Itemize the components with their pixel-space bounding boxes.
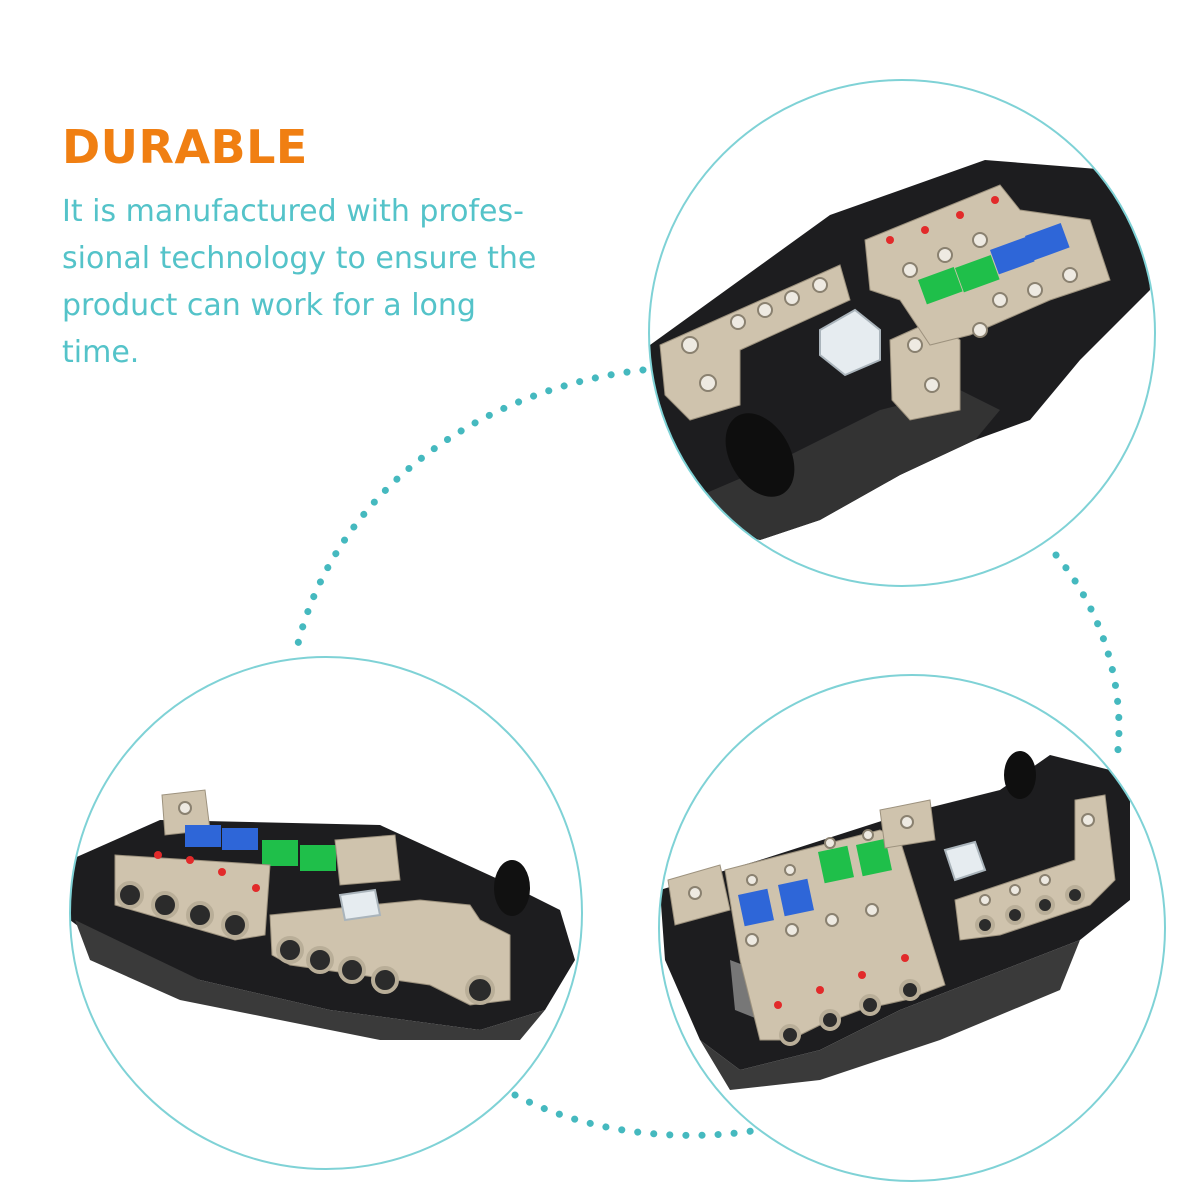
indicator-led [252, 884, 260, 892]
indicator-led [774, 1001, 782, 1009]
green-fuse [955, 255, 1000, 293]
indicator-led [956, 211, 964, 219]
description: It is manufactured with profes- sional t… [62, 188, 582, 376]
indicator-led [901, 954, 909, 962]
photo-frame-bottom-left [69, 656, 583, 1170]
photo-top-right [649, 80, 1155, 586]
green-fuse [262, 840, 298, 866]
description-line: time. [62, 335, 140, 370]
indicator-led [154, 851, 162, 859]
photo-bottom-right [659, 675, 1165, 1181]
description-line: sional technology to ensure the [62, 241, 537, 276]
photo-frame-bottom-right [658, 674, 1166, 1182]
headline: DURABLE [62, 120, 308, 174]
clear-fuse [943, 840, 987, 882]
green-fuse [917, 267, 963, 305]
blue-fuse [777, 878, 814, 917]
blue-fuse [989, 237, 1035, 275]
indicator-led [858, 971, 866, 979]
indicator-led [886, 236, 894, 244]
description-line: It is manufactured with profes- [62, 194, 524, 229]
photo-frame-top-right [648, 79, 1156, 587]
blue-fuse [738, 888, 774, 927]
fuse-holders-top-right [864, 184, 1111, 346]
indicator-led [921, 226, 929, 234]
blue-fuse [1025, 223, 1070, 261]
indicator-led [186, 856, 194, 864]
indicator-led [218, 868, 226, 876]
green-fuse [818, 845, 854, 884]
photo-bottom-left [70, 657, 582, 1169]
blue-fuse [185, 825, 221, 847]
dotted-connector-path [292, 366, 1123, 1139]
green-fuse [856, 838, 892, 877]
clear-fuse [338, 888, 382, 922]
green-fuse [300, 845, 336, 871]
indicator-led [816, 986, 824, 994]
fuse-holders-bottom-left [114, 851, 271, 941]
indicator-led [991, 196, 999, 204]
fuse-holders-bottom-right [724, 829, 946, 1046]
description-line: product can work for a long [62, 288, 476, 323]
clear-fuse [819, 308, 881, 377]
blue-fuse [222, 828, 258, 850]
